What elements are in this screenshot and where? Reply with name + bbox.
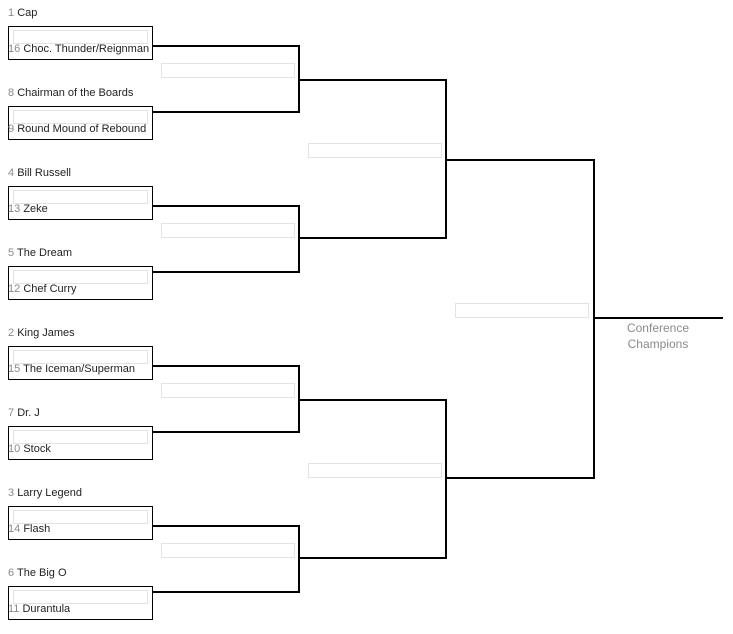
- seed-number: 11: [8, 603, 20, 615]
- round1-match-4: 5 The Dream 12 Chef Curry: [8, 245, 153, 313]
- team-name: The Big O: [16, 567, 67, 579]
- seed-label-top: 5 The Dream: [8, 245, 153, 261]
- seed-label-top: 6 The Big O: [8, 565, 153, 581]
- winner-input-r2-m1[interactable]: [161, 63, 295, 78]
- round4-bracket-final: [447, 159, 595, 479]
- team-name: Larry Legend: [17, 487, 83, 499]
- seed-label-top: 1 Cap: [8, 5, 153, 21]
- winner-input-r2-m2[interactable]: [161, 223, 295, 238]
- team-name: Chef Curry: [23, 283, 77, 295]
- team-name: Stock: [23, 443, 51, 455]
- seed-number: 1: [8, 7, 15, 19]
- team-name: Choc. Thunder/Reignman: [23, 43, 150, 55]
- seed-label-top: 2 King James: [8, 325, 153, 341]
- winner-input-r1-m2[interactable]: [13, 110, 148, 124]
- seed-number: 8: [8, 87, 15, 99]
- matchup-box: [8, 506, 153, 540]
- seed-number: 12: [8, 283, 21, 295]
- matchup-box: [8, 426, 153, 460]
- seed-number: 5: [8, 247, 15, 259]
- winner-input-r1-m4[interactable]: [13, 270, 148, 284]
- winner-input-r1-m8[interactable]: [13, 590, 148, 604]
- round1-match-7: 3 Larry Legend 14 Flash: [8, 485, 153, 553]
- seed-number: 14: [8, 523, 21, 535]
- round3-bracket-2: [300, 399, 447, 559]
- winner-input-r3-m2[interactable]: [308, 463, 442, 478]
- seed-number: 13: [8, 203, 21, 215]
- winner-input-r1-m3[interactable]: [13, 190, 148, 204]
- round1-match-2: 8 Chairman of the Boards 9 Round Mound o…: [8, 85, 153, 153]
- seed-label-bottom: 13 Zeke: [8, 201, 153, 217]
- winner-input-r1-m1[interactable]: [13, 30, 148, 44]
- seed-number: 15: [8, 363, 21, 375]
- team-name: Bill Russell: [17, 167, 71, 179]
- team-name: Dr. J: [17, 407, 40, 419]
- round2-bracket-1: [153, 45, 300, 113]
- seed-label-bottom: 15 The Iceman/Superman: [8, 361, 153, 377]
- winner-input-r1-m6[interactable]: [13, 430, 148, 444]
- seed-label-bottom: 14 Flash: [8, 521, 153, 537]
- seed-label-top: 8 Chairman of the Boards: [8, 85, 153, 101]
- round1-match-3: 4 Bill Russell 13 Zeke: [8, 165, 153, 233]
- seed-label-top: 4 Bill Russell: [8, 165, 153, 181]
- seed-number: 10: [8, 443, 21, 455]
- seed-number: 2: [8, 327, 15, 339]
- seed-label-bottom: 11 Durantula: [8, 601, 153, 617]
- round1-match-6: 7 Dr. J 10 Stock: [8, 405, 153, 473]
- round1-match-5: 2 King James 15 The Iceman/Superman: [8, 325, 153, 393]
- seed-label-top: 7 Dr. J: [8, 405, 153, 421]
- round2-bracket-2: [153, 205, 300, 273]
- winner-input-r3-m1[interactable]: [308, 143, 442, 158]
- seed-label-top: 3 Larry Legend: [8, 485, 153, 501]
- team-name: Zeke: [23, 203, 48, 215]
- team-name: Chairman of the Boards: [17, 87, 134, 99]
- seed-number: 16: [8, 43, 21, 55]
- team-name: Round Mound of Rebound: [17, 123, 147, 135]
- matchup-box: [8, 186, 153, 220]
- round2-bracket-3: [153, 365, 300, 433]
- matchup-box: [8, 346, 153, 380]
- seed-number: 6: [8, 567, 15, 579]
- matchup-box: [8, 106, 153, 140]
- matchup-box: [8, 266, 153, 300]
- round2-bracket-4: [153, 525, 300, 593]
- seed-label-bottom: 9 Round Mound of Rebound: [8, 121, 153, 137]
- winner-input-r1-m5[interactable]: [13, 350, 148, 364]
- winner-input-r2-m3[interactable]: [161, 383, 295, 398]
- winner-input-r4-final[interactable]: [455, 303, 589, 318]
- round3-bracket-1: [300, 79, 447, 239]
- winner-input-r1-m7[interactable]: [13, 510, 148, 524]
- seed-label-bottom: 16 Choc. Thunder/Reignman: [8, 41, 153, 57]
- seed-number: 7: [8, 407, 15, 419]
- champion-label: Conference Champions: [626, 321, 690, 351]
- matchup-box: [8, 586, 153, 620]
- team-name: Durantula: [22, 603, 71, 615]
- seed-number: 3: [8, 487, 15, 499]
- champion-connector-line: [595, 317, 723, 319]
- team-name: The Iceman/Superman: [23, 363, 135, 375]
- matchup-box: [8, 26, 153, 60]
- seed-number: 4: [8, 167, 15, 179]
- team-name: Flash: [23, 523, 51, 535]
- seed-label-bottom: 12 Chef Curry: [8, 281, 153, 297]
- team-name: The Dream: [16, 247, 73, 259]
- seed-label-bottom: 10 Stock: [8, 441, 153, 457]
- round1-match-8: 6 The Big O 11 Durantula: [8, 565, 153, 633]
- seed-number: 9: [8, 123, 15, 135]
- team-name: King James: [17, 327, 75, 339]
- round1-match-1: 1 Cap 16 Choc. Thunder/Reignman: [8, 5, 153, 73]
- team-name: Cap: [17, 7, 38, 19]
- winner-input-r2-m4[interactable]: [161, 543, 295, 558]
